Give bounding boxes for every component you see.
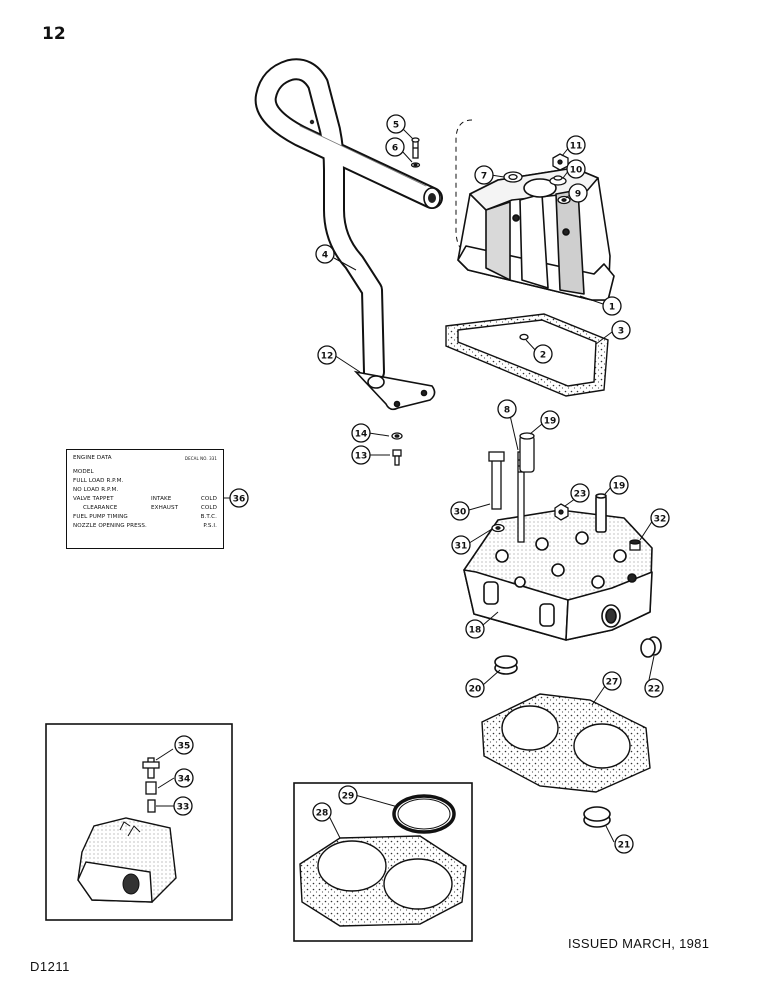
callout-27: 27 xyxy=(602,671,622,691)
decal-row: MODEL xyxy=(73,469,94,475)
callout-29: 29 xyxy=(338,785,358,805)
callout-7: 7 xyxy=(474,165,494,185)
callout-14: 14 xyxy=(351,423,371,443)
callout-18: 18 xyxy=(465,619,485,639)
svg-text:29: 29 xyxy=(342,792,355,802)
svg-text:23: 23 xyxy=(574,490,587,500)
breather-pipe xyxy=(254,58,443,383)
svg-text:34: 34 xyxy=(178,775,191,785)
svg-text:22: 22 xyxy=(648,685,661,695)
svg-text:27: 27 xyxy=(606,678,619,688)
page-number: 12 xyxy=(42,24,66,44)
decal-row: NO LOAD R.P.M. xyxy=(73,487,119,493)
svg-text:30: 30 xyxy=(454,508,467,518)
callout-9: 9 xyxy=(568,183,588,203)
callout-28: 28 xyxy=(312,802,332,822)
svg-text:36: 36 xyxy=(233,495,246,505)
callouts: 1 2 3 4 5 6 7 8 9 10 11 12 13 14 18 19 1… xyxy=(173,114,670,854)
callout-19-upper: 19 xyxy=(540,410,560,430)
callout-22: 22 xyxy=(644,678,664,698)
valve-cover-gasket xyxy=(445,313,609,397)
decal-row: NOZZLE OPENING PRESS. P.S.I. xyxy=(73,523,217,529)
svg-text:28: 28 xyxy=(316,809,329,819)
callout-34: 34 xyxy=(174,768,194,788)
svg-text:18: 18 xyxy=(469,626,482,636)
svg-text:7: 7 xyxy=(481,172,487,182)
decal-row: VALVE TAPPET INTAKE COLD xyxy=(73,496,217,502)
decal-row: FUEL PUMP TIMING B.T.C. xyxy=(73,514,217,520)
pipe-bracket xyxy=(353,370,436,411)
figure-code: D1211 xyxy=(30,959,70,974)
callout-2: 2 xyxy=(533,344,553,364)
svg-text:13: 13 xyxy=(355,452,368,462)
engine-data-decal: ENGINE DATA DECAL NO. 331 MODEL FULL LOA… xyxy=(66,449,224,549)
callout-4: 4 xyxy=(315,244,335,264)
svg-text:9: 9 xyxy=(575,190,581,200)
callout-33: 33 xyxy=(173,796,193,816)
decal-header: ENGINE DATA DECAL NO. 331 xyxy=(73,454,217,463)
inset-gasket-box xyxy=(293,782,473,942)
callout-6: 6 xyxy=(385,137,405,157)
svg-text:1: 1 xyxy=(609,303,615,313)
callout-36: 36 xyxy=(229,488,249,508)
head-gasket-27 xyxy=(481,693,651,793)
issued-date: ISSUED MARCH, 1981 xyxy=(568,936,710,951)
callout-5: 5 xyxy=(386,114,406,134)
svg-text:14: 14 xyxy=(355,430,368,440)
callout-11: 11 xyxy=(566,135,586,155)
callout-13: 13 xyxy=(351,445,371,465)
valve-cover xyxy=(457,167,615,301)
callout-35: 35 xyxy=(174,735,194,755)
inset-head-box xyxy=(45,723,233,921)
svg-text:33: 33 xyxy=(177,803,190,813)
svg-text:20: 20 xyxy=(469,685,482,695)
svg-text:12: 12 xyxy=(321,352,334,362)
bolt-13 xyxy=(391,432,403,466)
svg-text:31: 31 xyxy=(455,542,468,552)
svg-text:19: 19 xyxy=(544,417,557,427)
svg-text:6: 6 xyxy=(392,144,398,154)
svg-text:19: 19 xyxy=(613,482,626,492)
callout-21: 21 xyxy=(614,834,634,854)
svg-text:10: 10 xyxy=(570,166,583,176)
callout-12: 12 xyxy=(317,345,337,365)
svg-text:4: 4 xyxy=(322,251,328,261)
callout-32: 32 xyxy=(650,508,670,528)
svg-text:3: 3 xyxy=(618,327,624,337)
callout-20: 20 xyxy=(465,678,485,698)
cylinder-head xyxy=(463,493,653,641)
callout-8: 8 xyxy=(497,399,517,419)
bolt-5 xyxy=(410,137,421,168)
callout-31: 31 xyxy=(451,535,471,555)
decal-title: ENGINE DATA xyxy=(73,455,112,461)
callout-19-lower: 19 xyxy=(609,475,629,495)
svg-text:21: 21 xyxy=(618,841,631,851)
breather-connection-dashed xyxy=(455,119,473,257)
svg-text:8: 8 xyxy=(504,406,510,416)
head-studs xyxy=(488,432,641,551)
svg-text:35: 35 xyxy=(178,742,191,752)
callout-3: 3 xyxy=(611,320,631,340)
svg-text:11: 11 xyxy=(570,142,583,152)
decal-row: FULL LOAD R.P.M. xyxy=(73,478,124,484)
decal-number: DECAL NO. 331 xyxy=(184,456,217,461)
sealing-rings xyxy=(494,636,662,828)
callout-10: 10 xyxy=(566,159,586,179)
callout-1: 1 xyxy=(602,296,622,316)
svg-text:5: 5 xyxy=(393,121,399,131)
svg-text:32: 32 xyxy=(654,515,667,525)
cover-hardware xyxy=(503,153,571,205)
callout-30: 30 xyxy=(450,501,470,521)
callout-23: 23 xyxy=(570,483,590,503)
svg-text:2: 2 xyxy=(540,351,546,361)
decal-row: CLEARANCE EXHAUST COLD xyxy=(83,505,217,511)
